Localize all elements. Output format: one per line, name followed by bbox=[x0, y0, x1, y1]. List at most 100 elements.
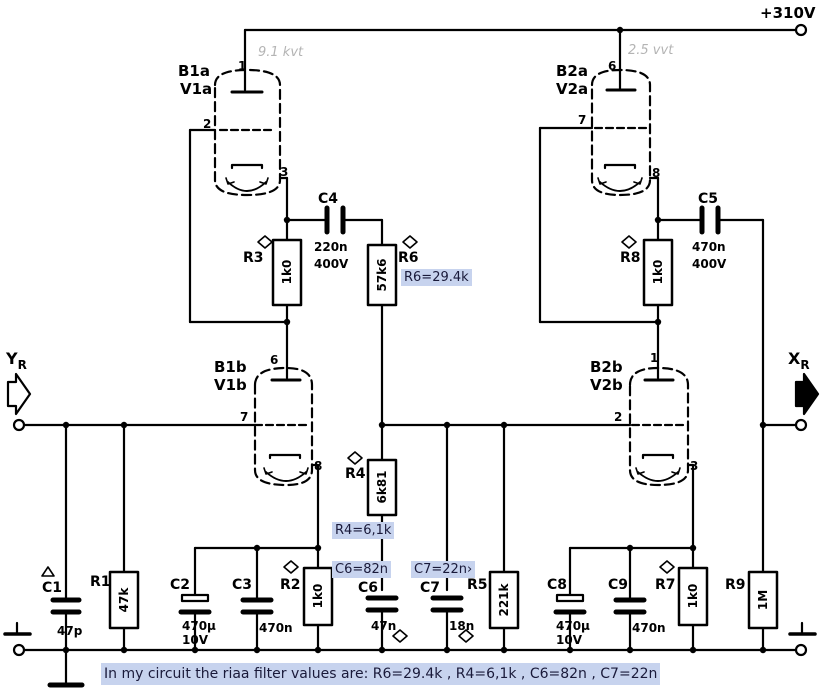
input-terminal[interactable] bbox=[12, 418, 26, 432]
supply-rail bbox=[243, 28, 797, 92]
marker-diamond-icon bbox=[659, 560, 675, 574]
tube-b1a-name: B1a bbox=[178, 62, 210, 80]
c2-label: C2 bbox=[170, 577, 190, 593]
tube-b1a bbox=[213, 68, 282, 197]
tube-b1b-name: B1b bbox=[214, 358, 247, 376]
capacitor-c1 bbox=[50, 597, 82, 615]
pin-label: 6 bbox=[270, 353, 278, 367]
c5-value: 470n bbox=[692, 240, 726, 254]
tube-b2a-ref: V2a bbox=[556, 80, 588, 98]
c8-label: C8 bbox=[547, 577, 567, 593]
pin-label: 2 bbox=[203, 117, 211, 131]
supply-terminal[interactable] bbox=[794, 23, 808, 37]
resistor-r6 bbox=[366, 243, 398, 307]
tube-b1b bbox=[253, 366, 314, 487]
output-terminal[interactable] bbox=[794, 418, 808, 432]
marker-diamond-icon bbox=[402, 235, 418, 249]
resistor-r2 bbox=[302, 566, 334, 627]
pin-label: 3 bbox=[280, 165, 288, 179]
tube-b2b bbox=[628, 366, 690, 487]
marker-diamond-icon bbox=[257, 235, 273, 249]
output-port-main: X bbox=[788, 349, 801, 368]
r9-value: 1M bbox=[756, 590, 770, 610]
pin-label: 8 bbox=[314, 459, 322, 473]
c1-label: C1 bbox=[42, 580, 62, 596]
output-port-sub: R bbox=[800, 358, 809, 372]
resistor-r9 bbox=[747, 570, 779, 630]
c5-label: C5 bbox=[698, 191, 718, 207]
r4-label: R4 bbox=[345, 466, 366, 482]
pin-label: 2 bbox=[614, 410, 622, 424]
r6-label: R6 bbox=[398, 250, 419, 266]
capacitor-c7 bbox=[430, 595, 464, 613]
c4-value: 220n bbox=[314, 240, 348, 254]
c4-label: C4 bbox=[318, 191, 338, 207]
resistor-r4 bbox=[366, 458, 398, 517]
c6-label: C6 bbox=[358, 580, 378, 596]
left-stage-wiring bbox=[23, 128, 506, 687]
r8-label: R8 bbox=[620, 250, 641, 266]
capacitor-c6 bbox=[365, 595, 399, 613]
supply-label: +310V bbox=[760, 4, 816, 22]
resistor-r5 bbox=[488, 570, 520, 630]
r4-value: 6k81 bbox=[375, 470, 389, 503]
chassis-ground-left-icon bbox=[3, 621, 85, 688]
pin-label: 3 bbox=[690, 459, 698, 473]
pencil-note-right: 2.5 vvt bbox=[628, 43, 674, 58]
c7-label: C7 bbox=[420, 580, 440, 596]
ground-terminal-right[interactable] bbox=[794, 643, 808, 657]
capacitor-c9 bbox=[613, 597, 647, 615]
pin-label: 1 bbox=[650, 351, 658, 365]
marker-triangle-icon bbox=[41, 566, 55, 577]
capacitor-c4 bbox=[324, 205, 346, 235]
marker-diamond-icon bbox=[283, 560, 299, 574]
c4-voltage: 400V bbox=[314, 257, 349, 271]
pin-label: 7 bbox=[578, 113, 586, 127]
c7-value: 18n bbox=[449, 619, 474, 633]
annotation-c7: C7=22n› bbox=[411, 561, 476, 578]
capacitor-c2 bbox=[178, 593, 212, 615]
output-arrow-icon bbox=[794, 372, 820, 416]
c1-value: 47p bbox=[57, 624, 83, 638]
capacitor-c5 bbox=[699, 205, 721, 235]
resistor-r3 bbox=[271, 238, 303, 307]
r3-value: 1k0 bbox=[280, 260, 294, 285]
chassis-ground-right-icon bbox=[788, 621, 817, 636]
c8-voltage: 10V bbox=[556, 633, 583, 647]
r7-label: R7 bbox=[655, 577, 676, 593]
r7-value: 1k0 bbox=[686, 584, 700, 609]
r2-value: 1k0 bbox=[311, 584, 325, 609]
ground-terminal-left[interactable] bbox=[12, 643, 26, 657]
c3-value: 470n bbox=[259, 621, 293, 635]
pin-label: 6 bbox=[608, 59, 616, 73]
r2-label: R2 bbox=[280, 577, 301, 593]
tube-b2a bbox=[590, 68, 652, 197]
marker-diamond-icon bbox=[347, 451, 363, 465]
resistor-r1 bbox=[108, 570, 140, 630]
input-port-main: Y bbox=[5, 349, 18, 368]
pin-label: 8 bbox=[652, 166, 660, 180]
tube-b1a-ref: V1a bbox=[180, 80, 212, 98]
c2-value: 470µ bbox=[182, 619, 216, 633]
c9-value: 470n bbox=[632, 621, 666, 635]
input-port-sub: R bbox=[18, 358, 27, 372]
c3-label: C3 bbox=[232, 577, 252, 593]
c6-value: 47n bbox=[371, 619, 396, 633]
c9-label: C9 bbox=[608, 577, 628, 593]
tube-b2b-name: B2b bbox=[590, 358, 623, 376]
resistor-r8 bbox=[642, 238, 674, 307]
pin-label: 7 bbox=[240, 410, 248, 424]
r1-label: R1 bbox=[90, 574, 111, 590]
junction-dots bbox=[62, 26, 767, 654]
r3-label: R3 bbox=[243, 250, 264, 266]
annotation-r4: R4=6,1k bbox=[332, 522, 395, 539]
r6-value: 57k6 bbox=[375, 258, 389, 291]
resistor-r7 bbox=[677, 566, 709, 627]
pencil-note-left: 9.1 kvt bbox=[258, 45, 304, 60]
input-arrow-icon bbox=[6, 372, 32, 416]
c5-voltage: 400V bbox=[692, 257, 727, 271]
annotation-c6: C6=82n bbox=[332, 561, 392, 578]
c8-value: 470µ bbox=[556, 619, 590, 633]
